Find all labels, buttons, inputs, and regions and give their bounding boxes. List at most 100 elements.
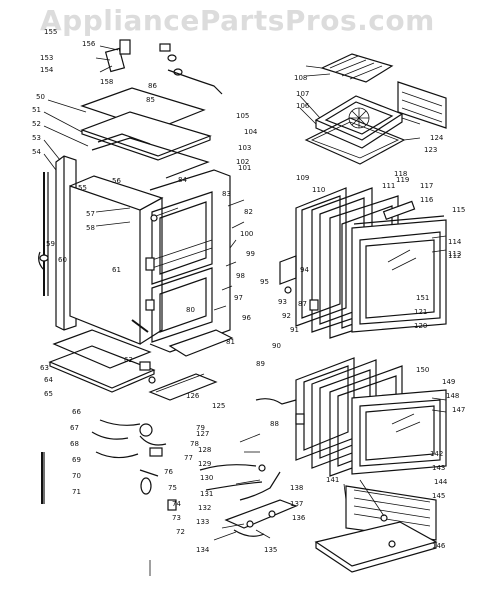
- callout-148: 148: [446, 392, 459, 400]
- callout-70: 70: [72, 472, 81, 480]
- callout-131: 131: [200, 490, 213, 498]
- callout-68: 68: [70, 440, 79, 448]
- callout-150: 150: [416, 366, 429, 374]
- callout-106: 106: [296, 102, 310, 110]
- callout-85: 85: [146, 96, 155, 104]
- callout-98: 98: [236, 272, 245, 280]
- callout-116: 116: [420, 196, 434, 204]
- callout-111: 111: [382, 182, 395, 190]
- callout-67: 67: [70, 424, 79, 432]
- callout-95: 95: [260, 278, 269, 286]
- callout-65: 65: [44, 390, 53, 398]
- callout-127: 127: [196, 430, 209, 438]
- callout-149: 149: [442, 378, 455, 386]
- callout-118: 118: [394, 170, 407, 178]
- callout-142: 142: [430, 450, 443, 458]
- callout-58: 58: [86, 224, 95, 232]
- callout-136: 136: [292, 514, 306, 522]
- callout-90: 90: [272, 342, 281, 350]
- callout-61: 61: [112, 266, 121, 274]
- callout-69: 69: [72, 456, 81, 464]
- left-side-parts: [38, 172, 49, 296]
- callout-55: 55: [78, 184, 87, 192]
- lower-controls: [41, 419, 177, 576]
- callout-84: 84: [178, 176, 187, 184]
- callout-130: 130: [200, 474, 213, 482]
- callout-113: 113: [448, 250, 461, 258]
- broil-element-group: [305, 53, 447, 129]
- callout-154: 154: [40, 66, 54, 74]
- callout-101: 101: [238, 164, 251, 172]
- callout-120: 120: [414, 322, 427, 330]
- callout-108: 108: [294, 74, 307, 82]
- callout-129: 129: [198, 460, 211, 468]
- callout-124: 124: [430, 134, 444, 142]
- oven-cabinet: [55, 87, 231, 353]
- callout-100: 100: [240, 230, 253, 238]
- callout-102: 102: [236, 158, 249, 166]
- callout-151: 151: [416, 294, 429, 302]
- callout-158: 158: [100, 78, 113, 86]
- callout-57: 57: [86, 210, 95, 218]
- callout-145: 145: [432, 492, 445, 500]
- callout-72: 72: [176, 528, 185, 536]
- upper-oven-door: [279, 187, 447, 339]
- callout-104: 104: [244, 128, 258, 136]
- watermark: AppliancePartsPros.com: [40, 4, 435, 37]
- callout-66: 66: [72, 408, 81, 416]
- callout-92: 92: [282, 312, 291, 320]
- callout-112: 112: [448, 252, 461, 260]
- callout-62: 62: [124, 356, 133, 364]
- callout-121: 121: [414, 308, 427, 316]
- callout-77: 77: [184, 454, 193, 462]
- callout-137: 137: [290, 500, 303, 508]
- callout-63: 63: [40, 364, 49, 372]
- callout-135: 135: [264, 546, 277, 554]
- callout-82: 82: [244, 208, 253, 216]
- callout-126: 126: [186, 392, 200, 400]
- callout-128: 128: [198, 446, 211, 454]
- callout-87: 87: [298, 300, 307, 308]
- callout-144: 144: [434, 478, 448, 486]
- bottom-pans: [48, 329, 234, 401]
- callout-107: 107: [296, 90, 309, 98]
- callout-132: 132: [198, 504, 211, 512]
- callout-59: 59: [46, 240, 55, 248]
- callout-78: 78: [190, 440, 199, 448]
- callout-110: 110: [312, 186, 325, 194]
- callout-119: 119: [396, 176, 409, 184]
- callout-147: 147: [452, 406, 465, 414]
- callout-73: 73: [172, 514, 181, 522]
- callout-141: 141: [326, 476, 339, 484]
- callout-52: 52: [32, 120, 41, 128]
- callout-56: 56: [112, 177, 121, 185]
- broiler-pan-group: [304, 95, 406, 165]
- callout-83: 83: [222, 190, 231, 198]
- callout-96: 96: [242, 314, 251, 322]
- callout-99: 99: [246, 250, 255, 258]
- callout-94: 94: [300, 266, 309, 274]
- callout-117: 117: [420, 182, 433, 190]
- callout-51: 51: [32, 106, 41, 114]
- callout-79: 79: [196, 424, 205, 432]
- callout-97: 97: [234, 294, 243, 302]
- callout-80: 80: [186, 306, 195, 314]
- callout-153: 153: [40, 54, 53, 62]
- callout-134: 134: [196, 546, 210, 554]
- callout-89: 89: [256, 360, 265, 368]
- callout-105: 105: [236, 112, 249, 120]
- callout-64: 64: [44, 376, 53, 384]
- callout-54: 54: [32, 148, 41, 156]
- drawer-assembly: [314, 479, 438, 573]
- callout-74: 74: [172, 500, 181, 508]
- wiring-assembly: [199, 464, 298, 537]
- callout-125: 125: [212, 402, 225, 410]
- callout-53: 53: [32, 134, 41, 142]
- leader-lines: [43, 95, 447, 541]
- callout-88: 88: [270, 420, 279, 428]
- callout-146: 146: [432, 542, 446, 550]
- callout-143: 143: [432, 464, 445, 472]
- callout-81: 81: [226, 338, 235, 346]
